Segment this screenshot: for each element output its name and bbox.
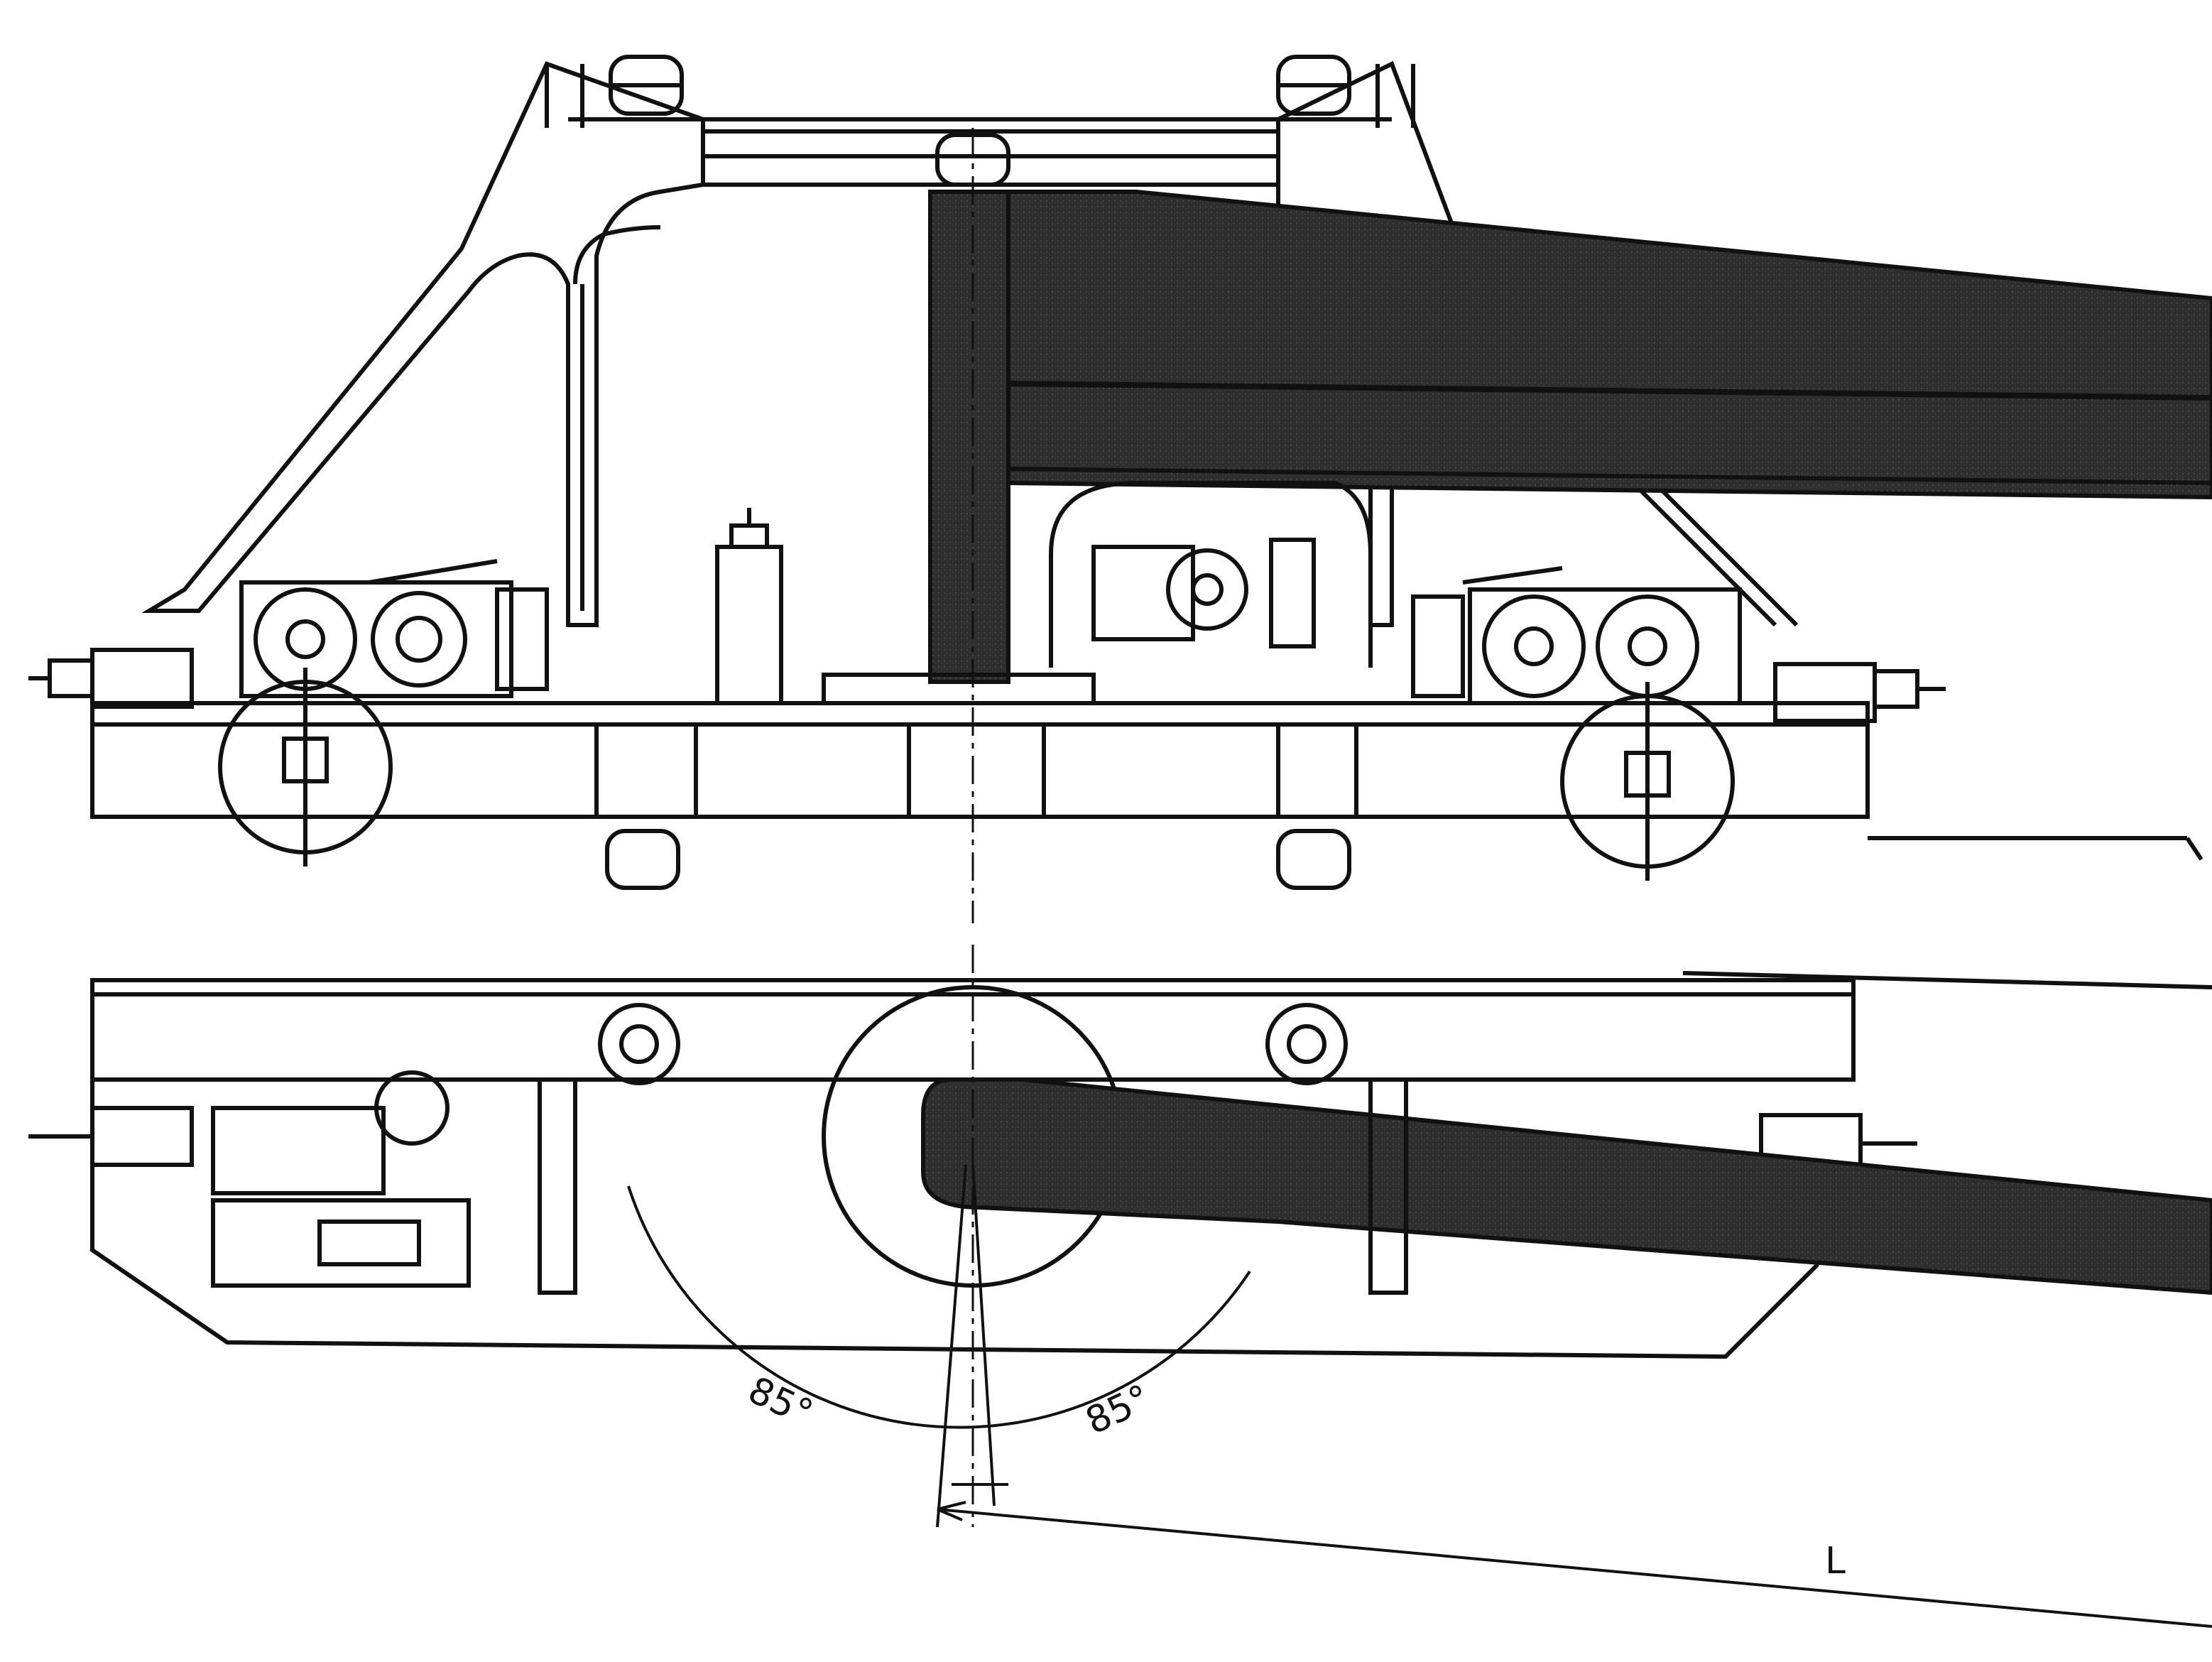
length-dimension-line	[937, 1508, 2212, 1628]
bottom-roller-right	[1276, 829, 1351, 890]
motor-unit	[211, 1070, 471, 1288]
side-elevation-view	[28, 55, 2212, 923]
chassis-beam	[90, 971, 2212, 1082]
undercarriage-plate	[90, 1080, 1820, 1359]
bottom-roller-left	[605, 829, 680, 890]
left-buffer	[28, 648, 194, 709]
right-drive-gearbox	[1411, 566, 1742, 705]
top-roller-left	[609, 55, 684, 116]
vertical-post-section	[928, 190, 1010, 684]
right-portal-frame	[1276, 60, 1799, 627]
angle-label-right: 85°	[1079, 1376, 1157, 1443]
portal-frame-top-beam	[568, 117, 1392, 187]
left-portal-frame	[141, 61, 705, 627]
plan-wheel-left	[598, 1003, 680, 1085]
plan-column-right	[1368, 1077, 1408, 1295]
left-drive-gearbox	[239, 559, 549, 698]
top-roller-right	[1276, 55, 1351, 116]
slewing-angle-arc	[627, 1185, 1251, 1429]
plan-buffer-left	[28, 1106, 194, 1167]
left-wheel	[218, 668, 393, 867]
hydraulic-cylinder	[715, 508, 783, 705]
angle-label-left: 85°	[742, 1369, 819, 1435]
plan-boom	[921, 1077, 2212, 1296]
plan-column-left	[538, 1077, 577, 1295]
plan-view	[28, 945, 2212, 1628]
center-winch	[822, 481, 1373, 705]
boom-section	[1006, 190, 2212, 500]
base-frame	[90, 701, 2203, 861]
length-label: L	[1825, 1540, 1846, 1582]
right-wheel	[1560, 682, 1735, 881]
plan-wheel-right	[1265, 1003, 1348, 1085]
right-buffer	[1773, 662, 1946, 723]
